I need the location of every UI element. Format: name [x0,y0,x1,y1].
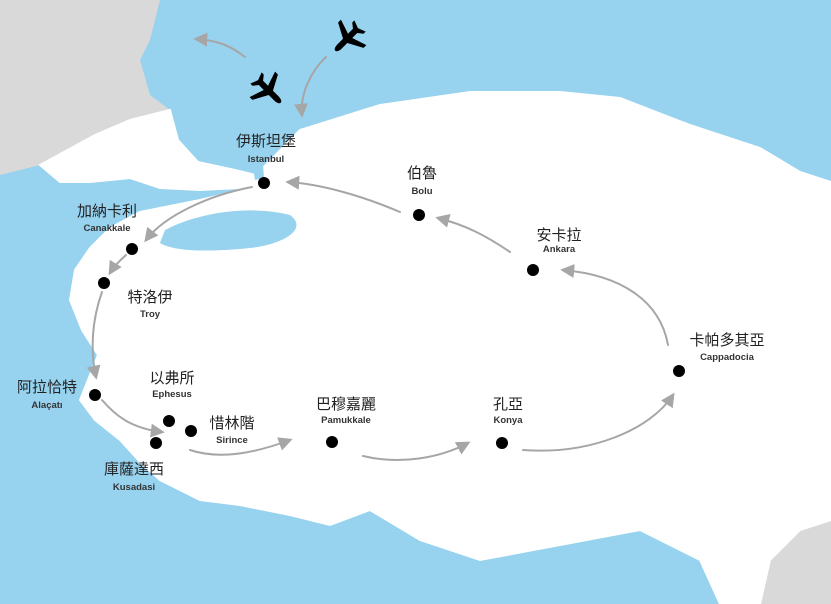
neighbor-land-southeast [760,520,831,604]
city-label-alacati-zh: 阿拉恰特 [17,378,77,396]
city-label-istanbul-en: Istanbul [248,154,284,165]
route-alacati-kusadasi [101,399,165,438]
city-label-bolu-en: Bolu [411,186,432,197]
route-istanbul-canakkale [144,186,253,243]
route-canakkale-troy [108,254,127,276]
city-label-kusadasi-zh: 庫薩達西 [104,460,164,478]
route-pamukkale-konya [362,441,471,461]
city-markers [89,177,685,449]
city-label-canakkale-zh: 加納卡利 [77,202,137,220]
city-label-konya-zh: 孔亞 [493,395,523,413]
city-label-ephesus-zh: 以弗所 [149,369,194,387]
city-label-troy-en: Troy [140,309,161,320]
city-marker-bolu [413,209,425,221]
city-label-alacati-en: Alaçatı [31,400,62,411]
city-label-cappadocia-zh: 卡帕多其亞 [689,331,764,349]
route-ankara-bolu [435,214,511,253]
neighbor-land-northwest [0,0,170,175]
route-flight-inbound [293,56,327,118]
city-marker-istanbul [258,177,270,189]
city-label-pamukkale-zh: 巴穆嘉麗 [316,395,376,413]
city-label-ephesus-en: Ephesus [152,389,192,400]
city-marker-pamukkale [326,436,338,448]
city-label-cappadocia-en: Cappadocia [700,352,755,363]
city-marker-kusadasi [150,437,162,449]
city-labels: 伊斯坦堡 Istanbul 伯魯 Bolu 安卡拉 Ankara 卡帕多其亞 C… [17,132,765,493]
city-label-sirince-zh: 惜林階 [209,414,254,432]
city-label-istanbul-zh: 伊斯坦堡 [236,132,296,150]
city-marker-ephesus [163,415,175,427]
city-label-canakkale-en: Canakkale [83,223,130,234]
route-bolu-istanbul [285,175,401,213]
route-konya-cappadocia [522,392,675,452]
city-label-troy-zh: 特洛伊 [127,288,172,306]
city-label-ankara-en: Ankara [543,244,576,255]
route-lines [86,32,675,461]
sea-of-marmara [160,210,297,251]
city-marker-canakkale [126,243,138,255]
bosphorus-strait [250,150,264,180]
city-marker-troy [98,277,110,289]
airplane-icon [334,19,367,52]
route-cappadocia-ankara [560,264,669,346]
city-label-pamukkale-en: Pamukkale [321,415,371,426]
city-marker-cappadocia [673,365,685,377]
city-label-ankara-zh: 安卡拉 [536,226,581,244]
city-marker-alacati [89,389,101,401]
route-flight-outbound [193,32,246,58]
city-marker-ankara [527,264,539,276]
city-label-sirince-en: Sirince [216,435,248,446]
route-sirince-pamukkale [189,437,293,456]
city-label-kusadasi-en: Kusadasi [113,482,155,493]
airplane-icon [249,71,282,104]
city-marker-konya [496,437,508,449]
route-troy-alacati [86,291,103,380]
city-marker-sirince [185,425,197,437]
city-label-konya-en: Konya [493,415,523,426]
city-label-bolu-zh: 伯魯 [407,164,437,182]
